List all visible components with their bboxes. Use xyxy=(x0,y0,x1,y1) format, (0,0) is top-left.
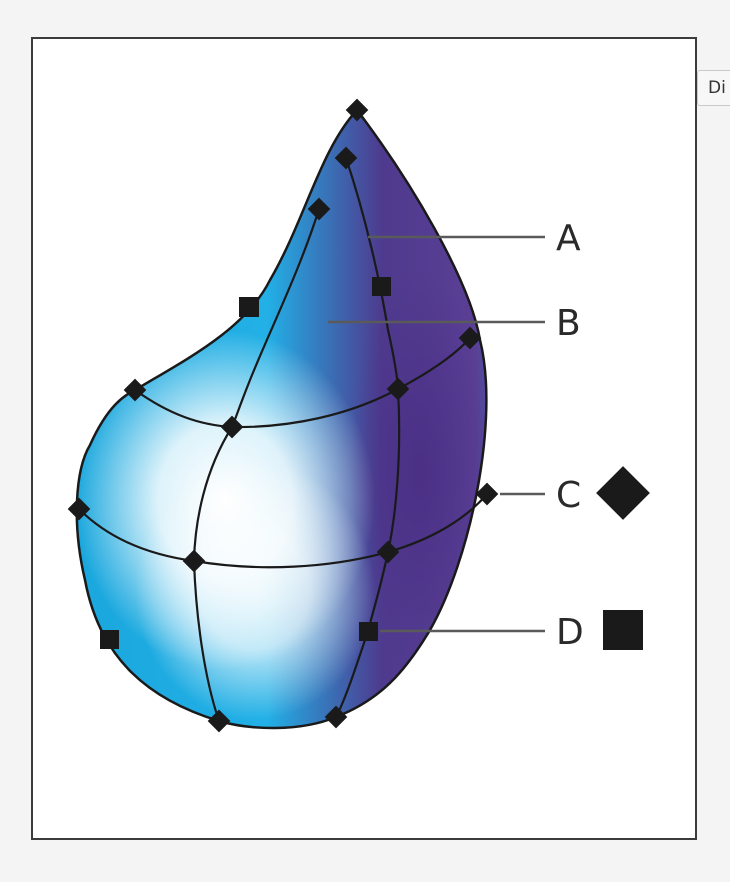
anchor-point-icon xyxy=(324,705,348,729)
mesh-line xyxy=(78,493,488,569)
leader-lines xyxy=(328,235,545,633)
callout-label-c: C xyxy=(556,475,581,516)
callout-label-b: B xyxy=(556,303,581,344)
control-points xyxy=(100,277,391,649)
mesh-outline xyxy=(75,108,488,730)
mesh-line xyxy=(134,337,471,429)
anchor-point-icon xyxy=(386,377,410,401)
mesh-line xyxy=(230,208,321,428)
control-point-icon xyxy=(372,277,391,296)
anchor-point-icon xyxy=(458,326,482,350)
tooltip-tab: Di xyxy=(697,70,730,106)
mesh-object xyxy=(76,110,487,729)
control-point-icon xyxy=(239,297,259,317)
mesh-line xyxy=(344,157,400,390)
control-point-square-icon xyxy=(603,610,643,650)
mesh-line xyxy=(335,388,401,718)
mesh-lines xyxy=(78,157,488,722)
callout-label-d: D xyxy=(556,612,584,653)
anchor-point-icon xyxy=(475,482,499,506)
anchor-point-icon xyxy=(345,98,369,122)
anchor-point-icon xyxy=(376,540,400,564)
control-point-icon xyxy=(100,630,119,649)
control-point-icon xyxy=(359,622,378,641)
anchor-point-icon xyxy=(67,497,91,521)
callout-label-a: A xyxy=(556,218,581,259)
anchor-point-diamond-icon xyxy=(596,466,650,520)
